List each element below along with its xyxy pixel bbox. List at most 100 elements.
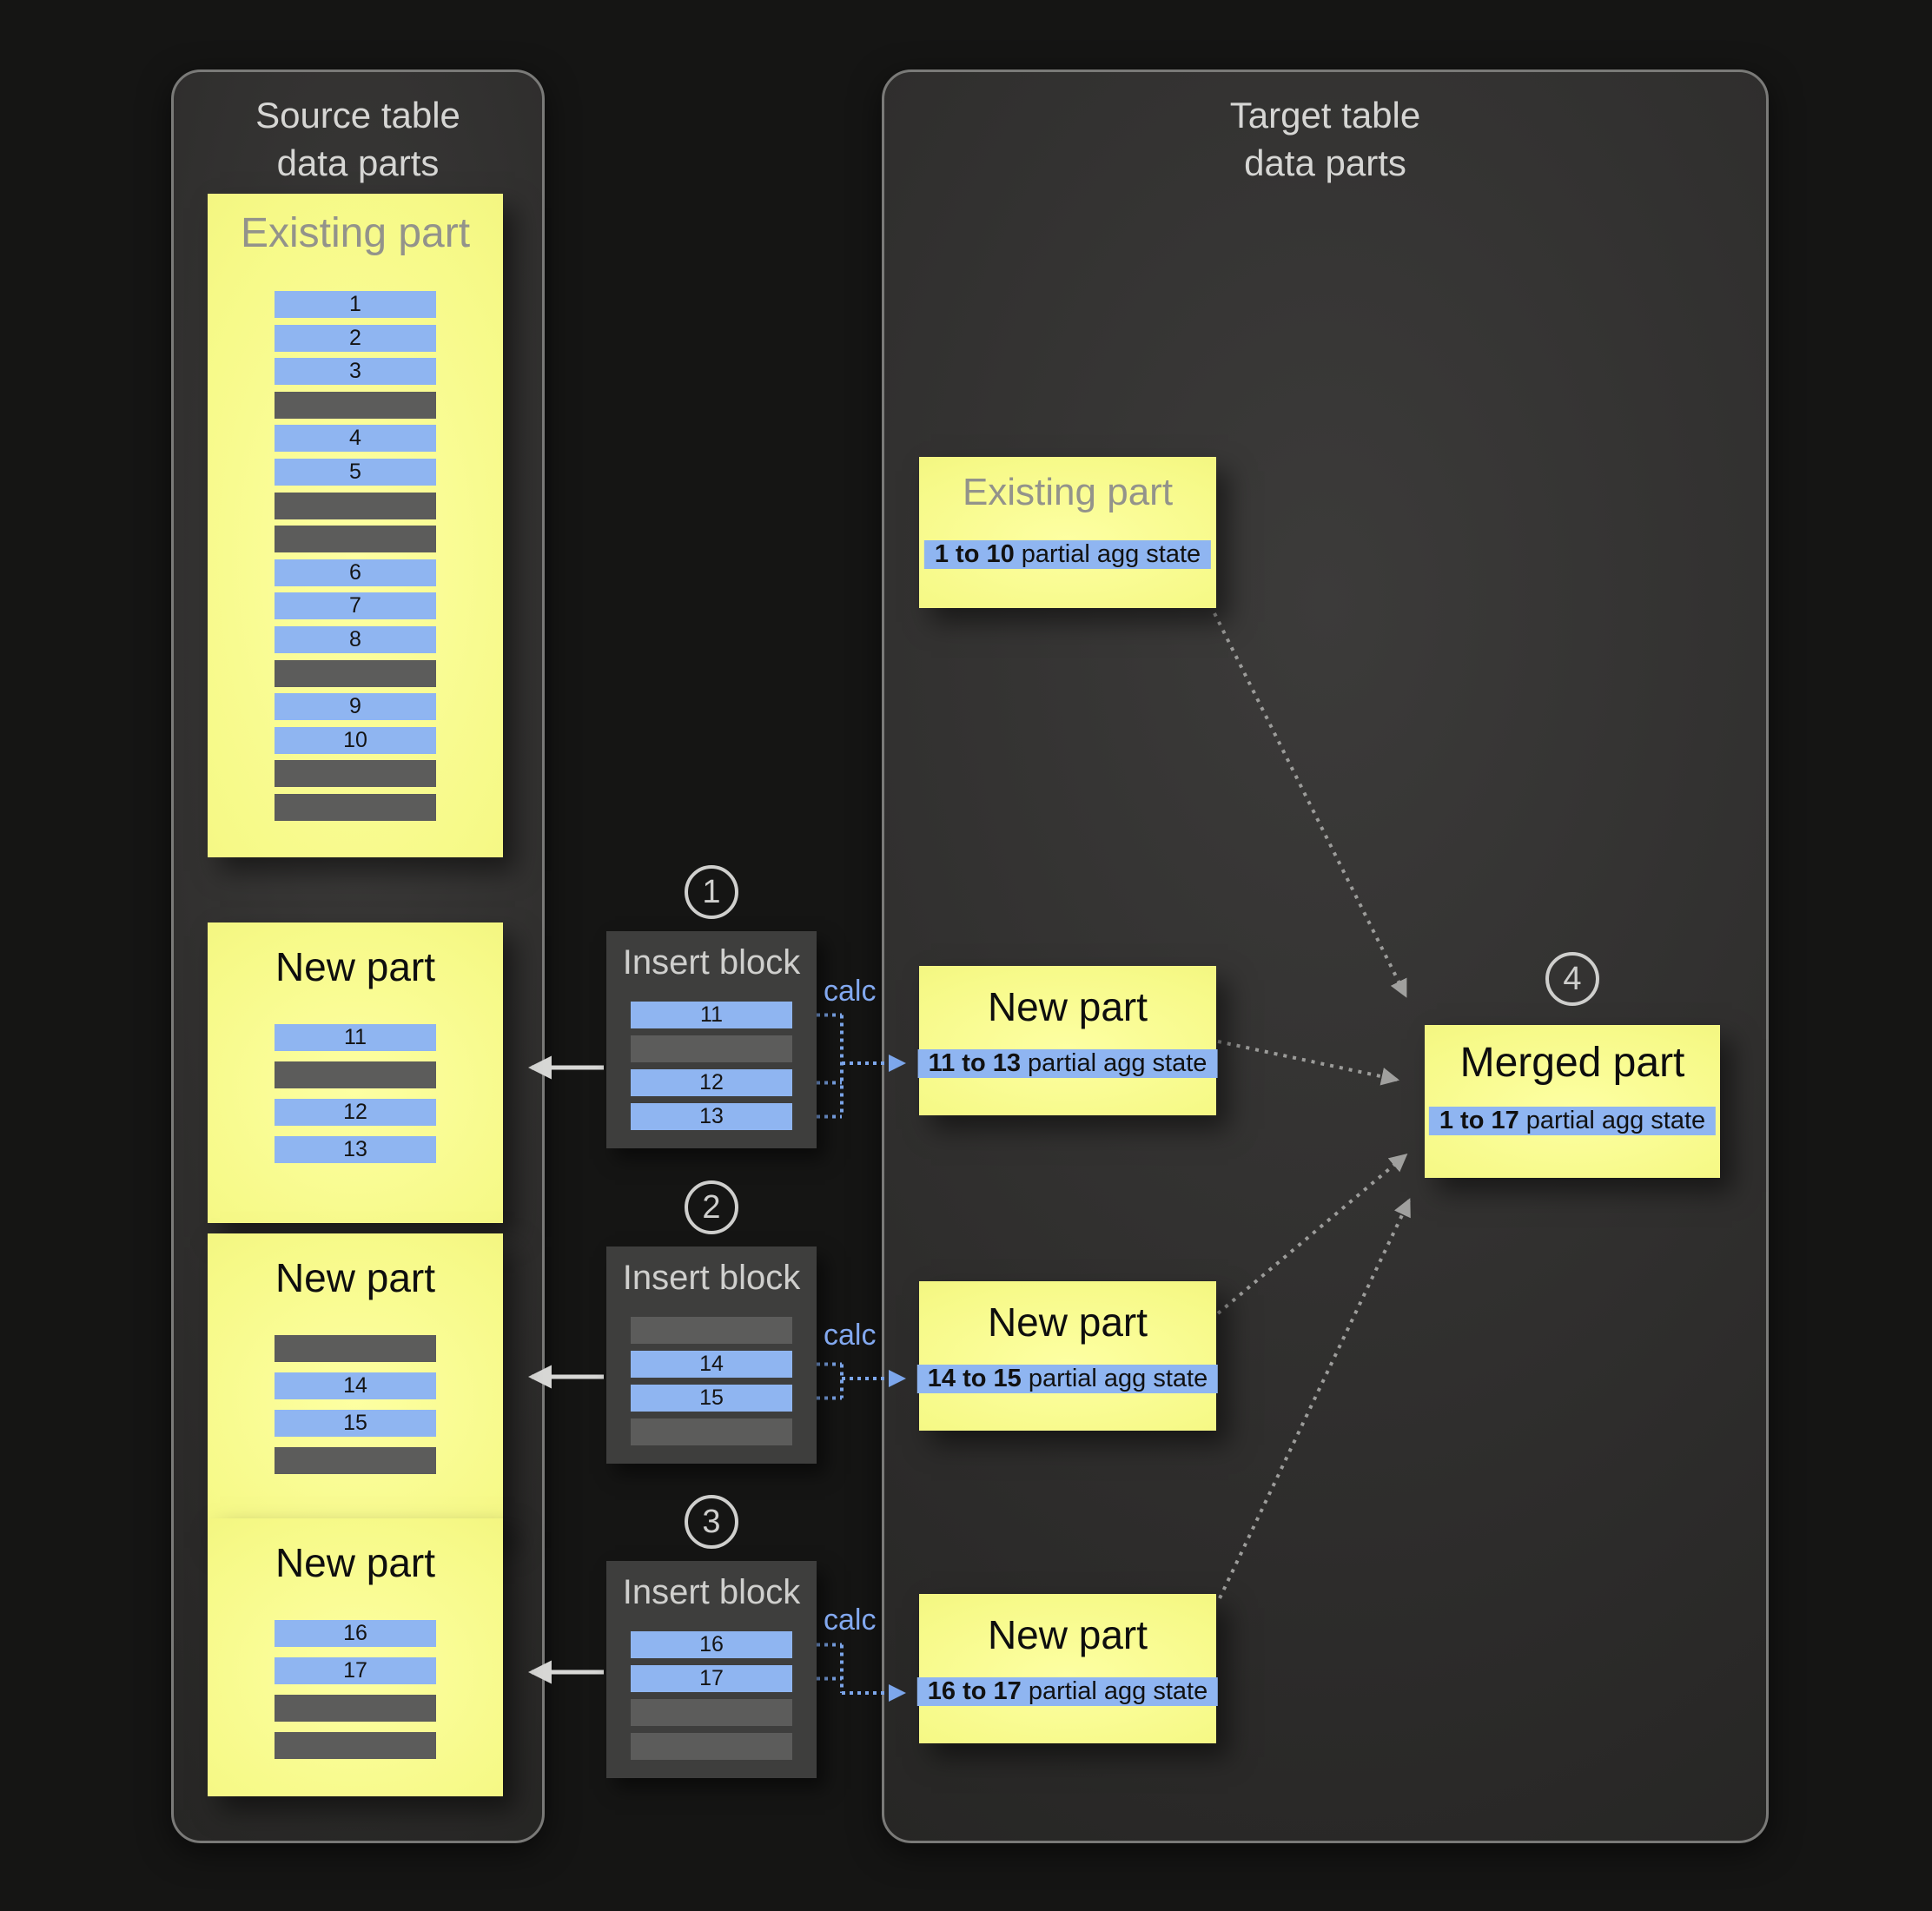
part-title: Existing part (962, 471, 1174, 513)
calc-label-3: calc (824, 1604, 877, 1637)
data-row: 5 (275, 458, 436, 486)
data-row: 9 (275, 693, 436, 721)
agg-state-badge: 11 to 13 partial agg state (917, 1049, 1218, 1078)
data-row: 14 (275, 1372, 436, 1399)
empty-row (275, 1695, 436, 1722)
row-value: 13 (699, 1104, 724, 1128)
data-row: 3 (275, 358, 436, 386)
data-row: 1 (275, 291, 436, 318)
badge-text: partial agg state (1518, 1107, 1706, 1134)
row-value: 16 (699, 1632, 724, 1656)
part-title: New part (275, 1255, 436, 1300)
badge-range: 14 to 15 (927, 1365, 1022, 1392)
target-table-panel: Target table data parts (882, 69, 1769, 1843)
empty-row (275, 760, 436, 788)
data-row: 6 (275, 559, 436, 586)
data-row: 4 (275, 425, 436, 453)
empty-row (275, 391, 436, 419)
source-new-part-2: New part 14 15 (208, 1233, 503, 1534)
data-row: 16 (631, 1631, 792, 1658)
row-value: 6 (349, 559, 361, 585)
badge-range: 1 to 10 (934, 540, 1015, 568)
part-title: New part (987, 1299, 1148, 1345)
part-title: New part (275, 1540, 436, 1585)
row-value: 13 (343, 1137, 367, 1161)
row-value: 7 (349, 593, 361, 618)
row-value: 11 (700, 1002, 723, 1027)
insert-block-1: Insert block 11 12 13 (606, 931, 817, 1148)
step-circle-4: 4 (1545, 952, 1599, 1006)
row-value: 9 (349, 694, 361, 719)
badge-text: partial agg state (1021, 1365, 1208, 1392)
agg-state-badge: 16 to 17 partial agg state (916, 1677, 1219, 1706)
insert-block-title: Insert block (622, 1259, 801, 1297)
row-value: 14 (699, 1352, 724, 1376)
empty-row (631, 1699, 792, 1726)
empty-row (275, 1061, 436, 1088)
row-value: 14 (343, 1373, 367, 1398)
data-row: 7 (275, 592, 436, 620)
data-row: 8 (275, 625, 436, 653)
insert-block-title: Insert block (622, 943, 801, 982)
data-row: 11 (275, 1024, 436, 1051)
data-row: 12 (275, 1099, 436, 1126)
row-value: 16 (343, 1621, 367, 1645)
part-title: Merged part (1459, 1040, 1685, 1086)
data-row: 17 (631, 1665, 792, 1692)
step-number: 3 (702, 1503, 721, 1540)
step-circle-1: 1 (685, 865, 738, 919)
source-existing-part: Existing part 1 2 3 4 5 6 7 8 9 10 (208, 194, 503, 857)
target-panel-title: Target table data parts (1229, 95, 1421, 184)
data-row: 11 (631, 1002, 792, 1028)
row-list: 14 15 (275, 1335, 436, 1474)
calc-label-2: calc (824, 1319, 877, 1352)
agg-state-badge: 14 to 15 partial agg state (916, 1365, 1219, 1393)
part-title: New part (987, 984, 1148, 1029)
merged-part: Merged part 1 to 17 partial agg state (1425, 1025, 1720, 1178)
data-row: 15 (275, 1410, 436, 1437)
empty-row (275, 659, 436, 687)
data-row: 13 (275, 1136, 436, 1163)
part-title: Existing part (240, 210, 471, 256)
badge-text: partial agg state (1014, 540, 1201, 568)
step-circle-2: 2 (685, 1180, 738, 1234)
row-value: 3 (349, 359, 361, 384)
row-value: 4 (349, 426, 361, 451)
empty-row (275, 492, 436, 519)
row-value: 11 (344, 1025, 367, 1049)
empty-row (275, 526, 436, 553)
row-value: 2 (349, 325, 361, 350)
data-row: 10 (275, 726, 436, 754)
data-row: 15 (631, 1385, 792, 1412)
row-value: 12 (343, 1100, 367, 1124)
step-number: 4 (1563, 960, 1582, 997)
row-value: 1 (349, 292, 361, 316)
badge-range: 11 to 13 (928, 1049, 1021, 1077)
data-row: 2 (275, 324, 436, 352)
row-value: 17 (699, 1666, 724, 1690)
step-number: 2 (702, 1188, 721, 1226)
row-value: 5 (349, 459, 361, 484)
data-row: 17 (275, 1657, 436, 1684)
data-row: 12 (631, 1069, 792, 1096)
empty-row (631, 1035, 792, 1062)
empty-row (631, 1317, 792, 1344)
empty-row (275, 1335, 436, 1362)
target-existing-part: Existing part 1 to 10 partial agg state (919, 457, 1216, 608)
badge-range: 16 to 17 (927, 1677, 1022, 1705)
row-list: 1 2 3 4 5 6 7 8 9 10 (275, 291, 436, 821)
row-value: 15 (343, 1411, 367, 1435)
target-new-part-1: New part 11 to 13 partial agg state (917, 966, 1218, 1115)
data-row: 13 (631, 1103, 792, 1130)
insert-block-title: Insert block (622, 1573, 801, 1611)
calc-label-1: calc (824, 975, 877, 1008)
empty-row (631, 1418, 792, 1445)
target-new-part-2: New part 14 to 15 partial agg state (916, 1281, 1219, 1431)
row-value: 17 (343, 1658, 367, 1683)
